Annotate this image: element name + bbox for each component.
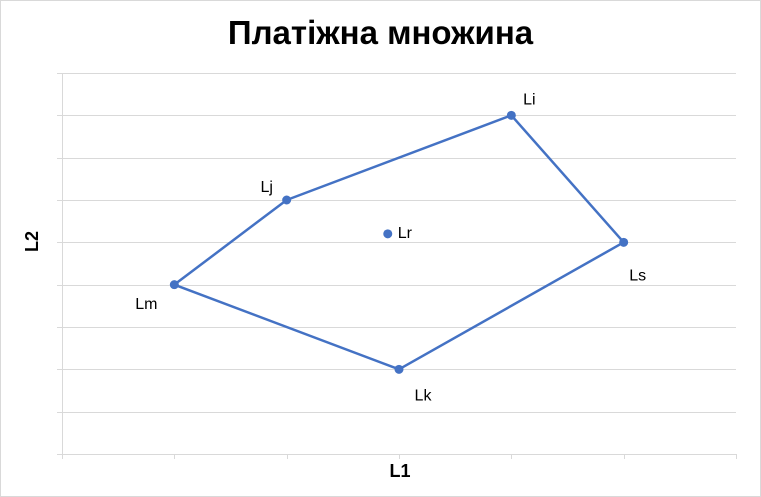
payoff-polygon-layer [173,114,625,371]
vertex-ls-point [619,237,629,247]
vertex-lj-point [282,195,292,205]
vertex-lm-point [169,280,179,290]
data-points [169,110,629,374]
point-lr-point [383,229,393,239]
chart-title: Платіжна множина [227,14,534,51]
vertex-lm-label: Lm [135,296,157,313]
payoff-polygon [173,114,625,371]
vertex-lk-label: Lk [415,388,433,405]
vertex-ls-label: Ls [629,268,646,285]
vertex-li-point [506,110,516,120]
vertex-lk-point [394,364,404,374]
vertex-lj-label: Lj [260,179,272,196]
vertex-li-label: Li [523,92,535,109]
axes [57,73,737,459]
point-lr-label: Lr [398,225,413,242]
x-axis-label: L1 [389,461,411,481]
gridlines [62,73,736,413]
